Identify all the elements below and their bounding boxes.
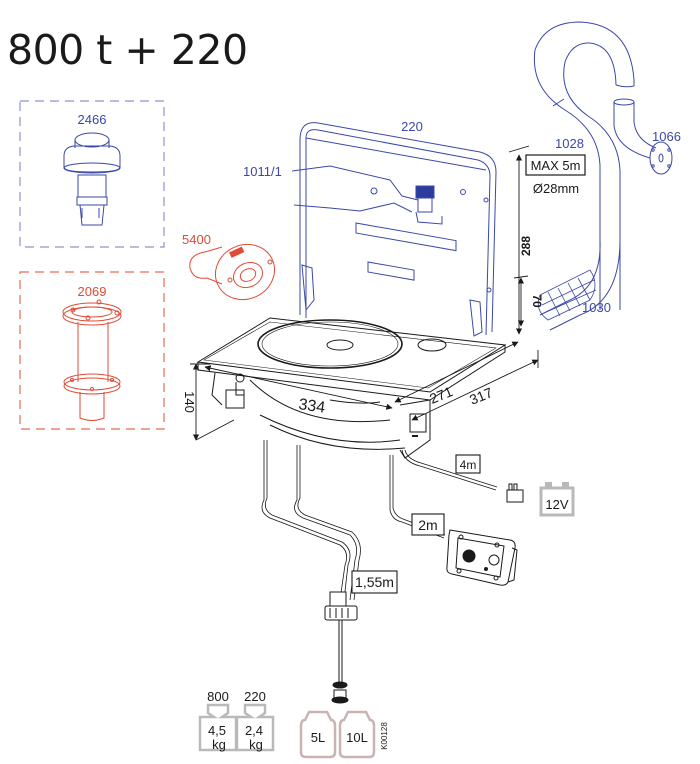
weight-800: 800 4,5 kg xyxy=(198,689,238,752)
part-220-label: 220 xyxy=(401,119,423,134)
weight-220-model: 220 xyxy=(244,689,266,704)
dim-lid-height: 288 xyxy=(519,236,533,256)
power-cable-length: 4m xyxy=(455,454,481,474)
tank-5l-label: 5L xyxy=(311,730,325,745)
fuel-pickup-icon xyxy=(324,591,358,704)
tank-5l: 5L xyxy=(299,710,337,759)
part-1066-label: 1066 xyxy=(652,129,681,144)
max-length-label: MAX 5m xyxy=(531,158,581,173)
tank-10l: 10L xyxy=(338,710,376,759)
lid-stay-icon xyxy=(291,165,443,225)
weight-220-unit: kg xyxy=(249,737,263,752)
dimension-lines xyxy=(190,145,539,441)
weight-800-value: 4,5 xyxy=(208,723,226,738)
dim-depth-outer: 317 xyxy=(467,384,495,408)
dim-width: 334 xyxy=(297,396,326,417)
silencer-icon xyxy=(537,269,597,321)
dim-hinge-offset: 70 xyxy=(530,294,544,308)
hose-spec: MAX 5m Ø28mm xyxy=(525,154,586,196)
battery-label: 12V xyxy=(545,497,568,512)
fuel-pipe-length: 1,55m xyxy=(351,570,398,594)
part-5400-group: 5400 xyxy=(182,232,275,301)
reference-code: K00128 xyxy=(380,722,389,750)
page-title: 800 t + 220 xyxy=(7,26,248,74)
deck-fitting-icon xyxy=(62,299,122,421)
part-2466-frame xyxy=(19,100,165,248)
fuel-pipe-label: 1,55m xyxy=(355,574,394,590)
controller-cable-label: 2m xyxy=(418,517,437,533)
cables xyxy=(261,440,498,601)
power-cable-label: 4m xyxy=(460,458,477,472)
fuel-pipe-box xyxy=(351,570,398,594)
part-2466-label: 2466 xyxy=(78,112,107,127)
hose-diameter-label: Ø28mm xyxy=(533,181,579,196)
power-cable-box xyxy=(455,454,481,474)
controller-panel-icon xyxy=(446,529,518,586)
controller-cable-box xyxy=(411,513,445,536)
fuse-icon xyxy=(506,483,524,503)
part-2069-label: 2069 xyxy=(78,284,107,299)
weights: 800 4,5 kg 220 2,4 kg xyxy=(198,689,275,752)
fuel-tanks: 5L 10L xyxy=(299,710,376,759)
part-1011-label: 1011/1 xyxy=(243,164,282,179)
wall-outlet-icon xyxy=(189,243,275,301)
part-2069-group: 2069 xyxy=(19,271,165,430)
weight-220: 220 2,4 kg xyxy=(235,689,275,752)
part-2466-group: 2466 xyxy=(19,100,165,248)
max-length-box xyxy=(525,154,586,176)
controller-cable-length: 2m xyxy=(411,513,445,536)
weight-800-unit: kg xyxy=(212,737,226,752)
part-5400-label: 5400 xyxy=(182,232,211,247)
cooker-body-icon xyxy=(196,317,507,459)
tank-10l-label: 10L xyxy=(346,730,368,745)
battery-icon: 12V xyxy=(539,482,575,517)
dim-height: 140 xyxy=(182,391,197,413)
deck-vent-icon xyxy=(63,132,121,226)
exhaust-hose-icon xyxy=(533,21,635,331)
weight-220-value: 2,4 xyxy=(245,723,263,738)
weight-800-model: 800 xyxy=(207,689,229,704)
exhaust-outlet-icon xyxy=(613,98,673,175)
lid-icon xyxy=(299,122,497,337)
part-1030-label: 1030 xyxy=(582,300,611,315)
part-1028-label: 1028 xyxy=(555,136,584,151)
